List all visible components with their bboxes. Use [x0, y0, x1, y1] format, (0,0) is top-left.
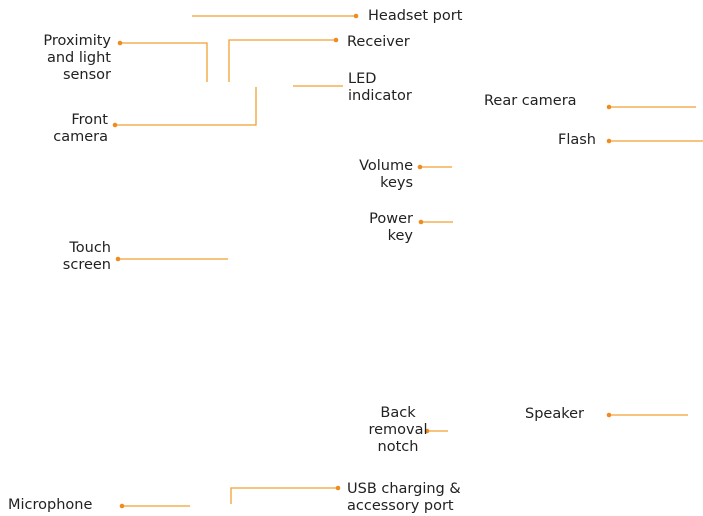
leader-power-key-dot [418, 219, 424, 225]
label-rear-camera: Rear camera [484, 93, 577, 109]
leader-flash-dot [606, 138, 612, 144]
label-usb-charging-port: USB charging & accessory port [347, 481, 461, 514]
leader-volume-keys-dot [417, 164, 423, 170]
label-flash: Flash [558, 132, 596, 148]
leader-proximity-sensor [120, 42, 208, 82]
leader-receiver [228, 39, 336, 82]
label-front-camera: Front camera [53, 112, 108, 145]
leader-back-removal-notch-dot [424, 428, 430, 434]
label-volume-keys: Volume keys [359, 158, 413, 191]
label-touch-screen: Touch screen [62, 240, 111, 273]
leader-usb-port-dot [335, 485, 341, 491]
label-led-indicator: LED indicator [348, 71, 412, 104]
leader-microphone-dot [119, 503, 125, 509]
leader-speaker-dot [606, 412, 612, 418]
label-back-removal-notch: Back removal notch [368, 405, 428, 455]
label-microphone: Microphone [8, 497, 93, 513]
label-proximity-light-sensor: Proximity and light sensor [43, 33, 111, 83]
leader-front-camera [115, 87, 257, 126]
leader-usb-port [230, 487, 338, 504]
leader-receiver-dot [333, 37, 339, 43]
label-receiver: Receiver [347, 34, 410, 50]
leader-rear-camera-dot [606, 104, 612, 110]
leader-front-camera-dot [112, 122, 118, 128]
leader-proximity-sensor-dot [117, 40, 123, 46]
label-power-key: Power key [369, 211, 413, 244]
label-speaker: Speaker [525, 406, 584, 422]
leader-headset-port-dot [353, 13, 359, 19]
label-headset-port: Headset port [368, 8, 463, 24]
leader-touch-screen-dot [115, 256, 121, 262]
